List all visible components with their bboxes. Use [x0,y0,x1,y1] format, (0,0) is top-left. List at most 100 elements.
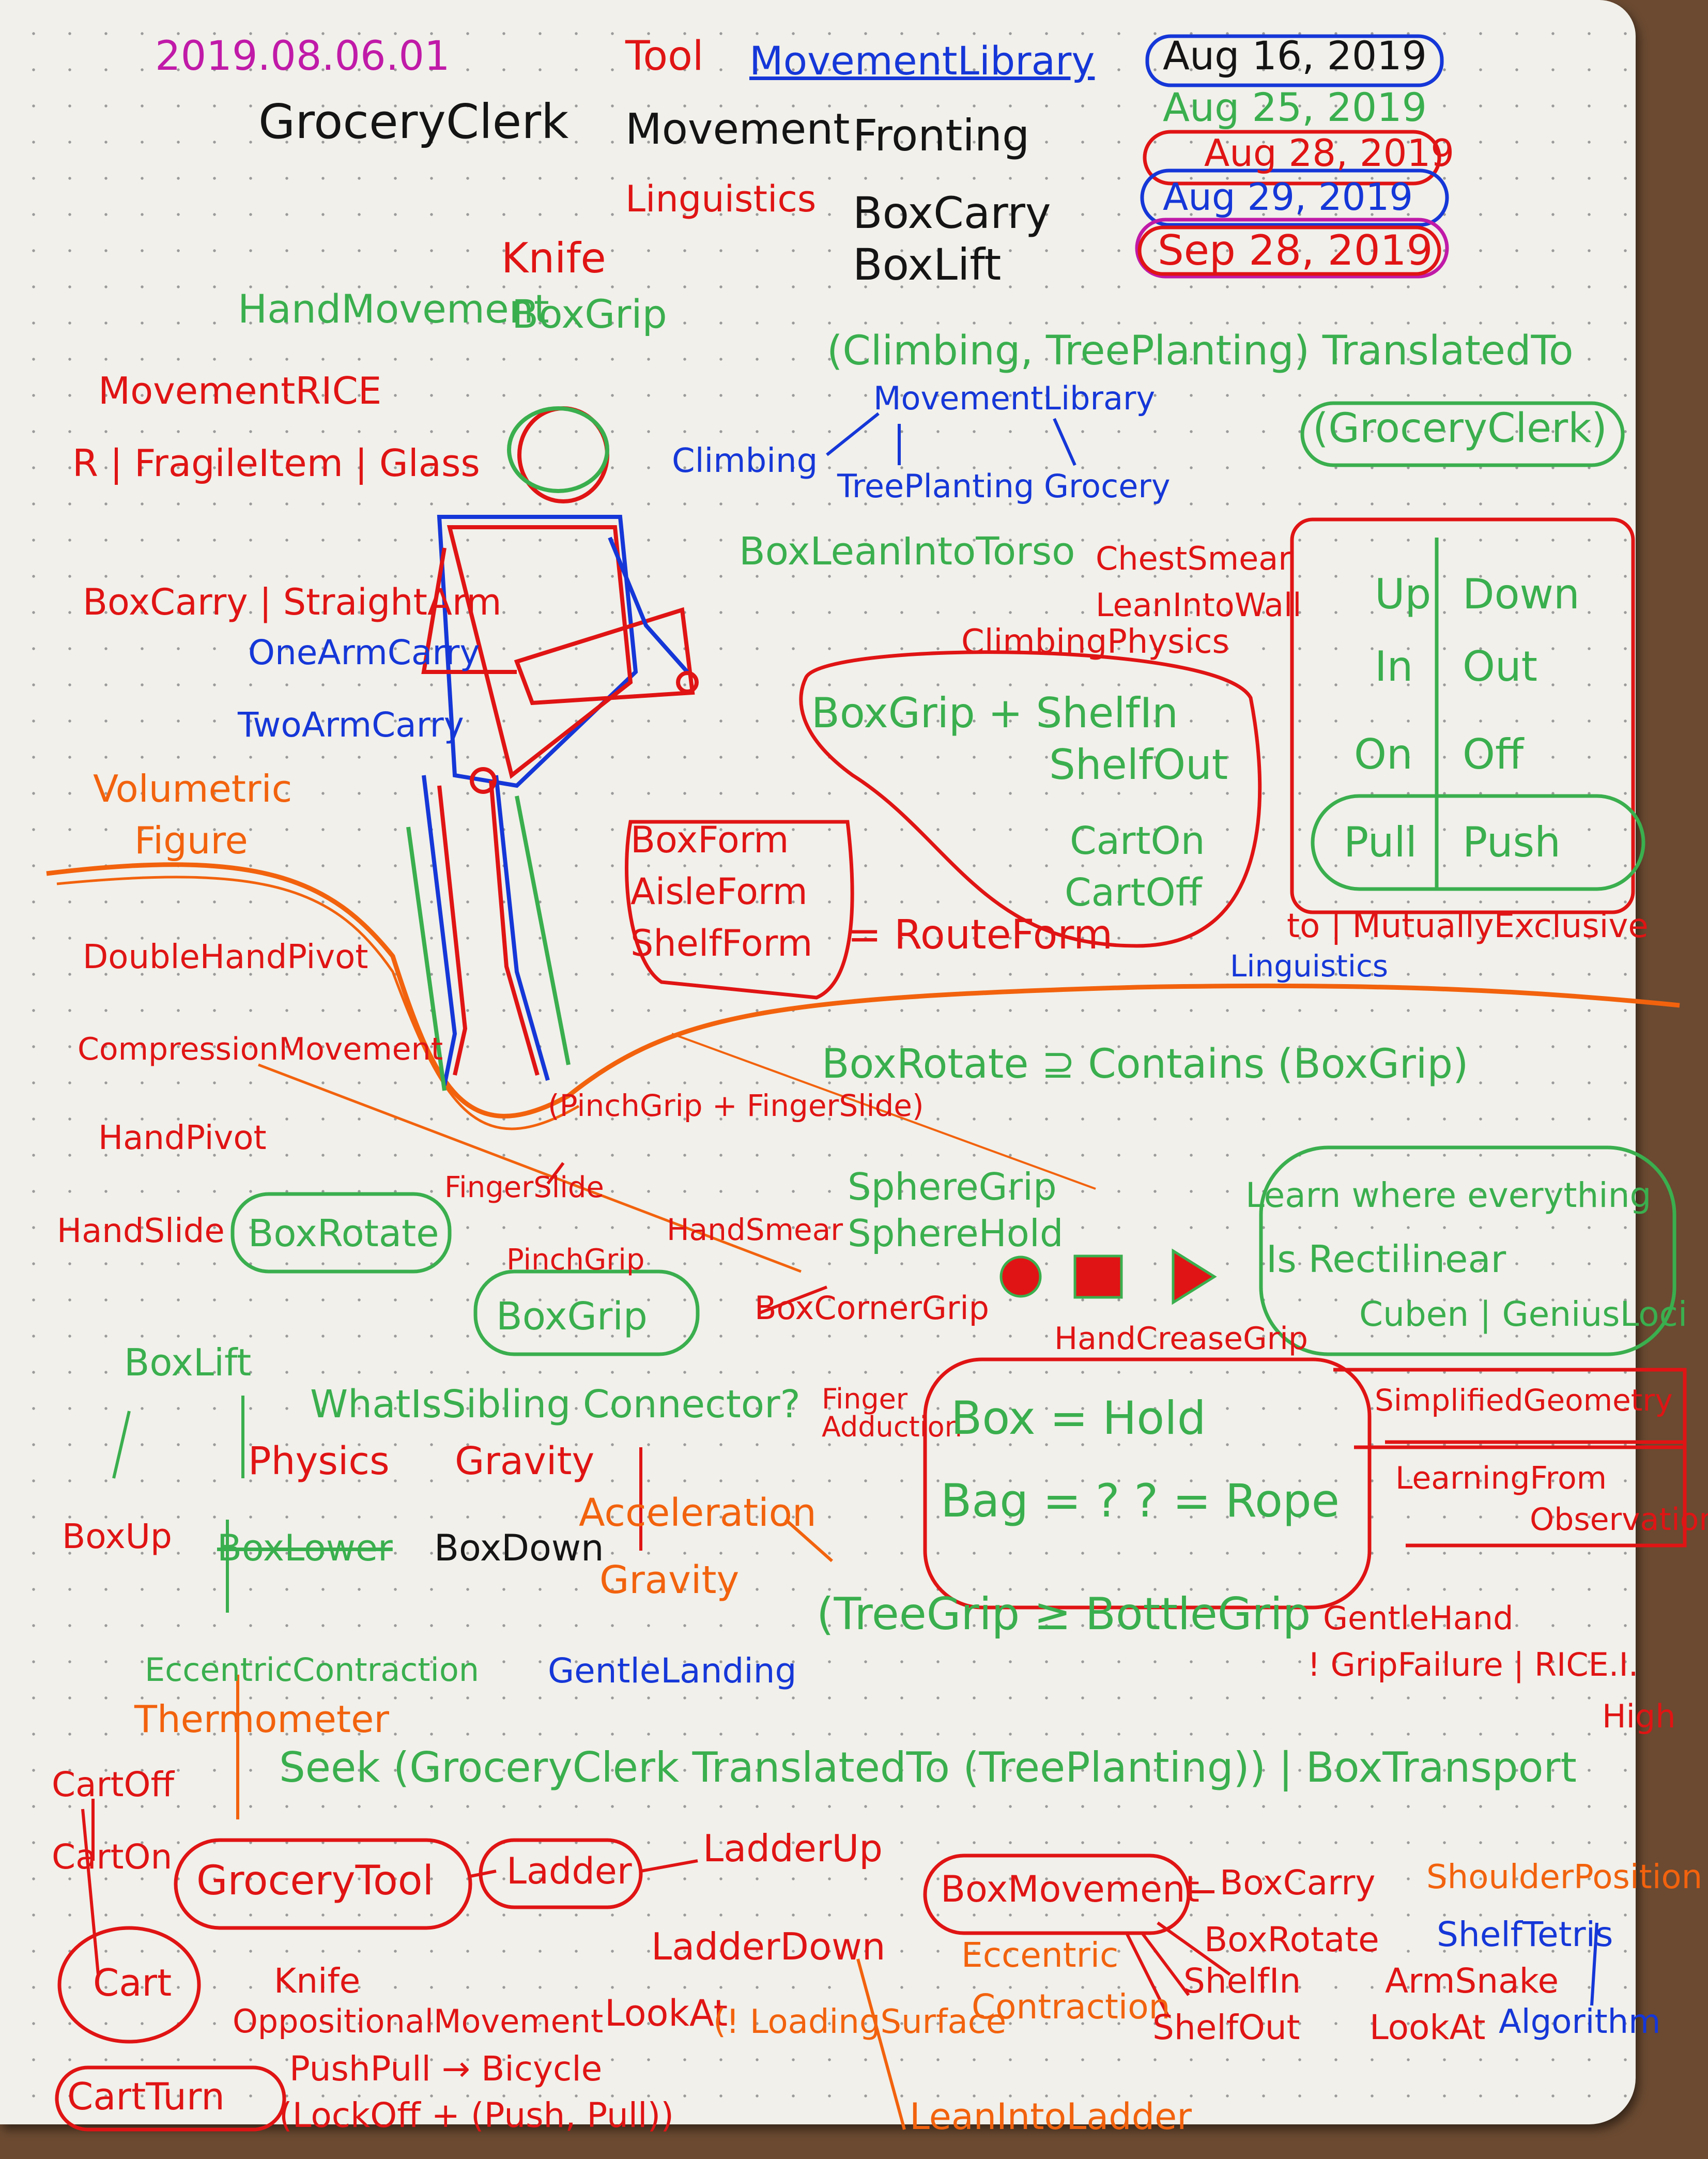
human-figure-sketch [406,406,699,1091]
pull-label: Pull [1344,818,1417,866]
climbing-physics: ClimbingPhysics [961,623,1229,661]
algorithm-label: Algorithm [1499,2003,1661,2041]
chest-smear: ChestSmear [1096,540,1291,577]
high-label: High [1602,1697,1676,1735]
box-rotate-bottom: BoxRotate [1204,1920,1379,1959]
seek-translated-box-transport: Seek (GroceryClerk TranslatedTo (TreePla… [279,1743,1577,1791]
movement-rice: MovementRICE [98,369,382,412]
fronting-label: Fronting [853,110,1030,161]
pinch-finger-slide: (PinchGrip + FingerSlide) [548,1088,924,1123]
box-movement-node: BoxMovement [941,1868,1199,1910]
cart-turn-node: CartTurn [67,2075,225,2118]
date-4: Aug 29, 2019 [1163,175,1413,219]
boxgrip-shelfin: BoxGrip + ShelfIn [811,689,1178,737]
shelf-out: ShelfOut [1049,741,1228,789]
fragile-item: R | FragileItem | Glass [72,441,480,485]
climbing-treeplanting-translated: (Climbing, TreePlanting) TranslatedTo [827,328,1574,374]
shelf-out-bottom: ShelfOut [1152,2008,1300,2047]
look-at-bottom-2: LookAt [1370,2008,1486,2047]
figure-label: Figure [134,819,248,862]
shelf-in-bottom: ShelfIn [1183,1961,1301,2001]
look-at-bottom: LookAt [605,1992,728,2034]
simplified-geometry: SimplifiedGeometry [1375,1383,1673,1418]
grocery-node: Grocery [1044,467,1171,505]
loading-surface: (! LoadingSurface [713,2003,1007,2041]
ladder-up: LadderUp [703,1827,883,1870]
red-square-shape [1073,1254,1123,1299]
box-grip-node: BoxGrip [496,1294,648,1339]
acceleration-label: Acceleration [579,1491,817,1535]
date-code: 2019.08.06.01 [155,33,450,80]
gentle-landing: GentleLanding [548,1651,797,1691]
tree-planting-node: TreePlanting [837,467,1035,505]
red-triangle-shape [1172,1248,1217,1305]
grocery-clerk-paren: (GroceryClerk) [1313,405,1607,452]
lean-into-ladder: LeanIntoLadder [910,2095,1192,2138]
box-up: BoxUp [62,1517,172,1556]
gravity-label-2: Gravity [599,1558,740,1602]
lean-into-wall: LeanIntoWall [1096,586,1302,624]
tool-label: Tool [625,33,704,80]
date-3: Aug 28, 2019 [1204,131,1455,175]
route-form: = RouteForm [848,912,1113,958]
shelf-form: ShelfForm [630,922,813,964]
bag-equals-rope: Bag = ? ? = Rope [941,1474,1340,1527]
learn-where-everything: Learn where everything [1245,1175,1652,1215]
cuben-genius-loci: Cuben | GeniusLoci [1359,1294,1688,1334]
hand-movement-label: HandMovement [238,286,549,332]
learning-from: LearningFrom [1395,1460,1607,1496]
date-1: Aug 16, 2019 [1163,33,1427,79]
movement-library-sub: MovementLibrary [873,379,1156,417]
notebook-page [0,0,1636,2124]
box-equals-hold: Box = Hold [951,1391,1206,1445]
down-label: Down [1463,570,1580,618]
hand-smear: HandSmear [667,1212,843,1247]
cart-node: Cart [93,1961,172,2004]
box-rotate-contains: BoxRotate ⊇ Contains (BoxGrip) [822,1041,1469,1088]
cart-off: CartOff [1065,870,1202,915]
pinch-grip: PinchGrip [506,1243,645,1277]
gentle-hand: GentleHand [1323,1599,1514,1637]
climbing-node: Climbing [672,442,818,480]
mutually-exclusive: to | MutuallyExclusive [1287,907,1649,945]
compression-movement: CompressionMovement [78,1031,443,1067]
is-rectilinear: Is Rectilinear [1266,1237,1506,1281]
up-label: Up [1375,570,1432,618]
off-label: Off [1463,730,1524,778]
hand-pivot: HandPivot [98,1119,267,1157]
gravity-label: Gravity [455,1439,595,1483]
tree-grip-bottle-grip: (TreeGrip ≥ BottleGrip [817,1588,1311,1640]
box-grip-label: BoxGrip [512,291,667,337]
hand-slide: HandSlide [57,1212,225,1250]
sphere-hold: SphereHold [848,1212,1064,1255]
shoulder-position: ShoulderPosition [1426,1858,1703,1896]
observation-label: Observation [1530,1502,1708,1538]
grip-failure-rice: ! GripFailure | RICE.I. [1307,1646,1639,1683]
out-label: Out [1463,642,1538,691]
box-rotate-node: BoxRotate [248,1212,439,1255]
physics-label: Physics [248,1439,390,1483]
eccentric-contraction: EccentricContraction [145,1651,480,1689]
box-down: BoxDown [434,1527,604,1569]
orange-curve [46,862,1680,1119]
box-lift-node: BoxLift [124,1341,252,1384]
push-label: Push [1463,818,1561,866]
cart-on-bottom: CartOn [52,1837,173,1877]
box-form: BoxForm [630,819,789,861]
box-corner-grip: BoxCornerGrip [755,1289,989,1327]
on-label: On [1354,730,1413,778]
push-pull-bicycle: PushPull → Bicycle [289,2049,603,2089]
grocery-tool-node: GroceryTool [196,1858,434,1904]
in-label: In [1375,642,1413,691]
cart-on: CartOn [1070,819,1205,863]
aisle-form: AisleForm [630,870,808,913]
lockoff-push-pull: (LockOff + (Push, Pull)) [279,2095,674,2135]
box-lift-label: BoxLift [853,239,1002,290]
date-2: Aug 25, 2019 [1163,84,1427,130]
shelf-tetris: ShelfTetris [1437,1915,1613,1954]
two-arm-carry: TwoArmCarry [238,705,464,745]
box-carry-bottom: BoxCarry [1220,1863,1376,1903]
knife-label: Knife [501,234,606,282]
oppositional-movement: OppositionalMovement [233,2002,604,2040]
